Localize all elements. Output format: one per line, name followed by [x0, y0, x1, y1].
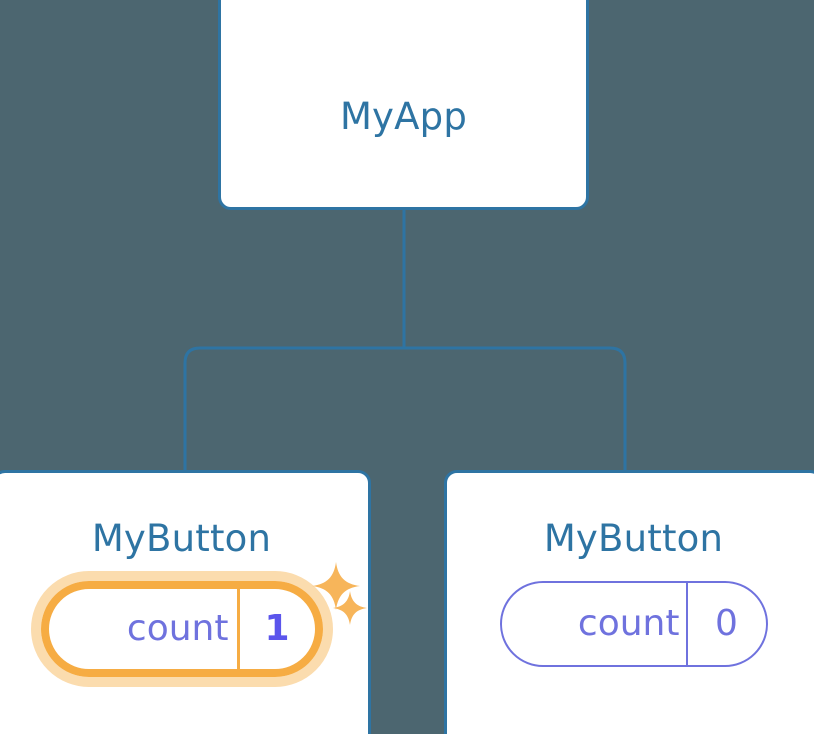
- node-mybutton-right[interactable]: MyButton count 0: [444, 470, 814, 734]
- prop-pill-right[interactable]: count 0: [499, 581, 768, 667]
- prop-value-left: 1: [236, 589, 315, 669]
- prop-key-left: count: [126, 608, 229, 649]
- prop-pill-right-wrapper: count 0: [499, 581, 768, 667]
- node-mybutton-left[interactable]: MyButton count 1: [0, 470, 371, 734]
- connector-branch-right: [404, 346, 627, 472]
- prop-pill-highlight-halo: [30, 571, 333, 687]
- prop-pill-left[interactable]: count 1: [40, 581, 323, 677]
- prop-key-right: count: [577, 603, 680, 644]
- node-mybutton-left-title: MyButton: [91, 517, 272, 560]
- prop-pill-left-wrapper: count 1: [30, 571, 333, 687]
- node-mybutton-right-title: MyButton: [543, 517, 724, 560]
- prop-value-right: 0: [685, 583, 766, 665]
- connector-branch-left: [183, 346, 404, 472]
- node-myapp-title: MyApp: [339, 95, 468, 138]
- node-myapp[interactable]: MyApp: [218, 0, 589, 210]
